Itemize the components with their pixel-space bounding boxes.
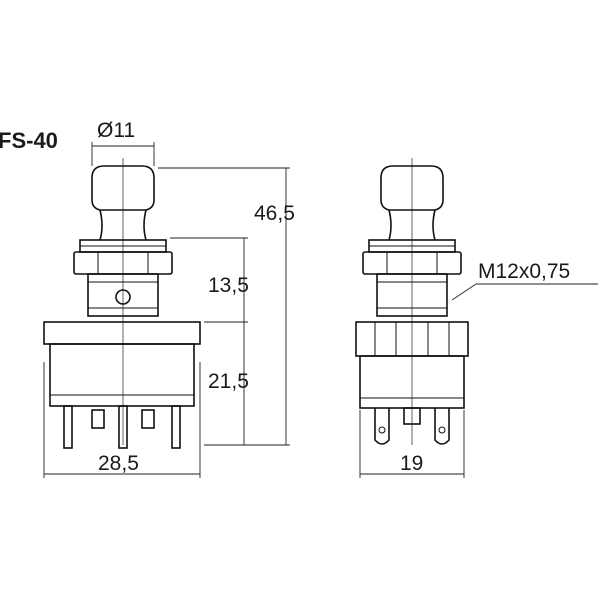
- side-view: 19 M12x0,75: [355, 158, 598, 478]
- front-housing-top: [43, 321, 201, 345]
- side-push-cap: [380, 165, 444, 211]
- front-push-cap: [91, 165, 155, 211]
- front-terminal-3: [118, 405, 128, 449]
- front-bushing-hole: [115, 289, 131, 305]
- thread-leader-line: [451, 283, 477, 301]
- side-terminal-2: [403, 407, 421, 425]
- front-terminal-5: [171, 405, 181, 449]
- side-stem: [388, 209, 436, 241]
- front-thread-bushing: [87, 273, 159, 317]
- front-terminal-1: [63, 405, 73, 449]
- side-thread-bushing: [376, 273, 448, 317]
- lower-height-label: 21,5: [208, 370, 249, 393]
- model-title: FS-40: [0, 128, 58, 153]
- side-width-label: 19: [400, 452, 423, 475]
- upper-height-label: 13,5: [208, 274, 249, 297]
- thread-label: M12x0,75: [478, 260, 570, 283]
- total-height-label: 46,5: [254, 202, 295, 225]
- width-label: 28,5: [98, 452, 139, 475]
- side-terminal-3: [434, 408, 450, 445]
- front-terminal-4: [141, 409, 155, 429]
- front-housing: [49, 343, 195, 407]
- side-terminal-1: [374, 408, 390, 445]
- front-view: Ø11 46,5 13,5 21,5 28,5: [43, 119, 295, 478]
- front-terminal-2: [91, 409, 105, 429]
- front-stem: [99, 209, 147, 241]
- diameter-label: Ø11: [97, 119, 135, 142]
